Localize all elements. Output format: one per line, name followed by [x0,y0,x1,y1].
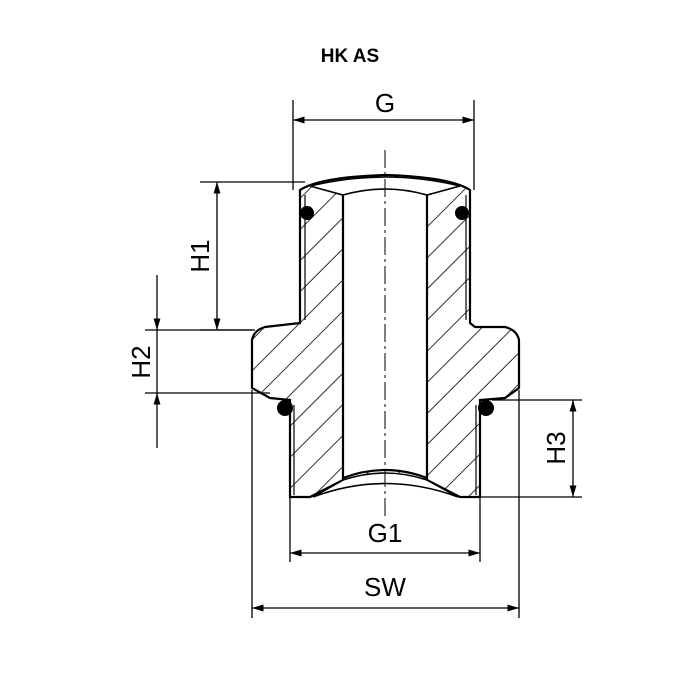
o-ring-bottom-left [277,400,293,416]
o-ring-top-left [300,206,314,220]
dim-label-h3: H3 [541,431,571,464]
o-ring-seals [277,206,494,416]
dim-label-g1: G1 [368,518,403,548]
o-ring-bottom-right [478,400,494,416]
dimension-lines [145,100,582,618]
drawing-title: HK AS [321,46,379,67]
dim-label-sw: SW [364,572,406,602]
o-ring-top-right [455,206,469,220]
dim-label-h1: H1 [185,239,215,272]
dim-label-h2: H2 [126,345,156,378]
dim-label-g: G [375,88,395,118]
